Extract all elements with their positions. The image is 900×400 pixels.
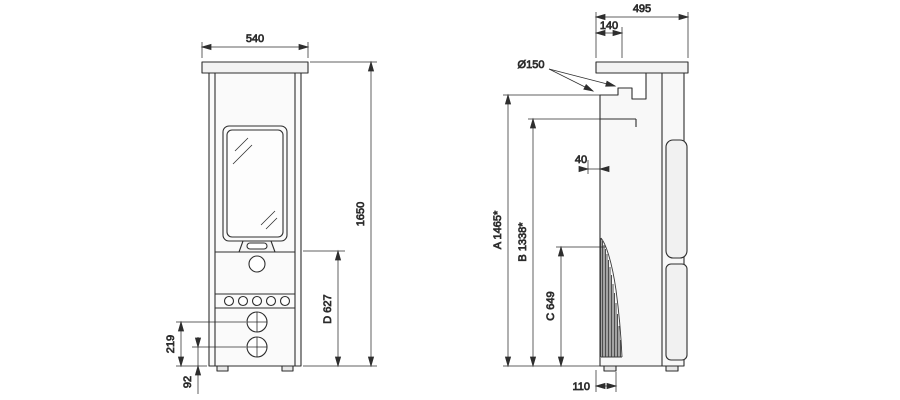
door-handle: [246, 242, 268, 250]
door-glass: [226, 129, 284, 238]
side-foot-rear: [603, 365, 617, 372]
dimension-40-label: 40: [575, 154, 587, 166]
dimension-110-label: 110: [572, 381, 590, 393]
side-lower-panel-edge: [665, 263, 688, 361]
vent-hole: [279, 295, 291, 307]
dimension-140: 140: [595, 20, 623, 58]
dimension-219: 219: [165, 321, 246, 367]
dimension-c649-label: C 649: [545, 291, 557, 320]
front-stove-body: [201, 61, 309, 372]
dimension-110: 110: [572, 370, 617, 393]
dimension-front-height: 1650: [303, 61, 377, 367]
dimension-140-label: 140: [600, 20, 618, 32]
side-foot-front: [665, 365, 679, 372]
side-view: 495 140 Ø150 40: [492, 3, 689, 393]
dimension-d627: D 627: [303, 250, 345, 367]
dimension-front-width-label: 540: [246, 33, 264, 45]
front-foot-left: [216, 365, 229, 372]
vent-hole: [223, 295, 235, 307]
glass-reflections: [232, 137, 278, 230]
dimension-front-height-label: 1650: [355, 202, 367, 226]
dimension-b1338-label: B 1338*: [517, 222, 529, 262]
dimension-depth-495: 495: [595, 3, 689, 58]
dimension-d627-label: D 627: [322, 294, 334, 323]
side-door-edge: [665, 139, 688, 259]
dimension-92: 92: [182, 337, 246, 394]
dimension-a1465: A 1465*: [492, 94, 600, 367]
dimension-depth-label: 495: [633, 3, 651, 15]
dimension-219-label: 219: [165, 335, 177, 353]
side-top-plate: [595, 61, 689, 74]
dimension-b1338: B 1338*: [517, 118, 600, 367]
vent-hole: [237, 295, 249, 307]
dimension-front-width: 540: [201, 33, 309, 58]
front-view: 540 1650 D 627 219: [165, 33, 377, 394]
dimension-a1465-label: A 1465*: [492, 210, 504, 249]
dimension-c649: C 649: [545, 246, 606, 367]
upper-knob: [248, 255, 266, 273]
rear-grille-hatch: [600, 237, 623, 358]
front-foot-right: [281, 365, 294, 372]
dimension-40: 40: [575, 154, 610, 174]
dimension-flue-diameter: Ø150: [517, 59, 617, 94]
flue-diameter-label: Ø150: [518, 59, 545, 71]
front-top-plate: [201, 61, 309, 74]
side-stove-body: [595, 61, 689, 372]
dimension-92-label: 92: [182, 376, 194, 388]
vent-hole: [251, 295, 263, 307]
side-body-outline: [599, 72, 685, 367]
vent-hole: [265, 295, 277, 307]
